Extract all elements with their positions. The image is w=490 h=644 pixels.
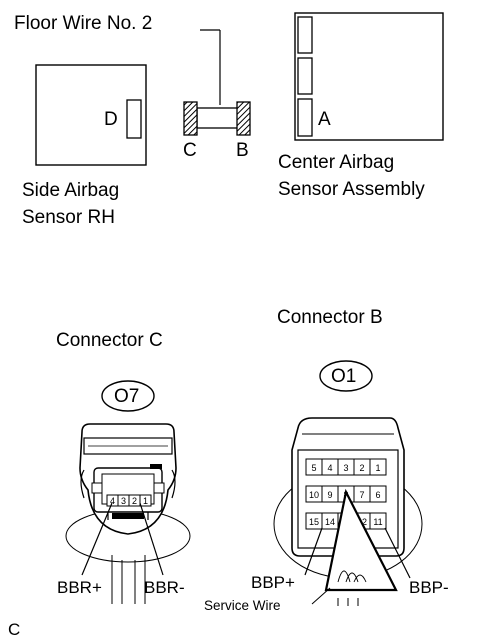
service-wire-label: Service Wire	[204, 598, 281, 613]
bbp-plus-label: BBP+	[251, 573, 295, 592]
connector-c-title: Connector C	[56, 330, 163, 351]
bbp-plus-leader	[304, 527, 323, 576]
pin-b-4: 4	[327, 463, 332, 473]
connector-a-letter: A	[318, 109, 331, 130]
side-airbag-sensor-rh	[35, 64, 147, 166]
connector-c-code-oval	[101, 380, 155, 412]
connector-d-socket	[126, 99, 142, 139]
connector-d-letter: D	[104, 109, 118, 130]
pin-b-1: 1	[375, 463, 380, 473]
figure-code: C	[8, 620, 21, 639]
center-sensor-label-line1: Center Airbag	[278, 152, 395, 173]
bbp-minus-label: BBP-	[409, 578, 449, 597]
pin-b-3: 3	[343, 463, 348, 473]
bbr-plus-label: BBR+	[57, 578, 102, 597]
connector-b-code-oval	[319, 360, 373, 392]
bbr-minus-leader	[139, 502, 164, 576]
pin-b-7: 7	[359, 490, 364, 500]
pin-b-9: 9	[327, 490, 332, 500]
center-sensor-label-line2: Sensor Assembly	[278, 179, 425, 200]
connector-a-socket	[297, 98, 313, 137]
pin-b-2: 2	[359, 463, 364, 473]
pin-b-15: 15	[309, 517, 319, 527]
center-airbag-sensor-assembly	[294, 12, 444, 141]
connector-c-drawing: 4 3 2 1	[65, 380, 191, 604]
pin-c-4: 4	[110, 496, 115, 506]
socket-1	[297, 16, 313, 54]
connector-b-letter: B	[236, 140, 249, 161]
side-sensor-label-line1: Side Airbag	[22, 180, 120, 201]
connector-c-code: O7	[114, 386, 140, 407]
socket-2	[297, 57, 313, 95]
floor-wire-no2	[183, 29, 251, 136]
service-wire-loop	[324, 488, 398, 592]
pin-b-11: 11	[373, 517, 382, 527]
bbr-plus-leader	[81, 502, 113, 576]
side-sensor-label-line2: Sensor RH	[22, 207, 115, 228]
pin-b-14: 14	[325, 517, 335, 527]
pin-c-3: 3	[121, 496, 126, 506]
connector-b-plug	[236, 101, 251, 136]
connector-b-title: Connector B	[277, 307, 383, 328]
connector-b-drawing: 5 4 3 2 1 10 9 8 7 6 15 14 13 12 11	[273, 360, 423, 606]
pin-b-10: 10	[309, 490, 319, 500]
pin-c-1: 1	[143, 496, 148, 506]
pin-c-2: 2	[132, 496, 137, 506]
bbp-minus-leader	[384, 527, 411, 579]
connector-b-code: O1	[331, 366, 357, 387]
connector-c-letter: C	[183, 140, 197, 161]
bbr-minus-label: BBR-	[144, 578, 185, 597]
pin-b-6: 6	[375, 490, 380, 500]
floor-wire-label: Floor Wire No. 2	[14, 13, 153, 34]
pin-b-5: 5	[311, 463, 316, 473]
connector-c-plug	[183, 101, 198, 136]
connector-c-pins: 4 3 2 1	[106, 494, 152, 507]
